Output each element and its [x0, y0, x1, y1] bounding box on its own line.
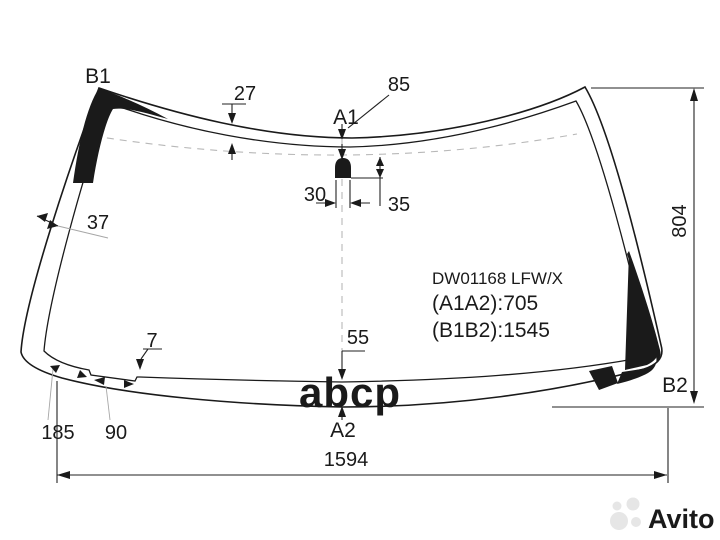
dim-55-group: 55	[338, 327, 369, 380]
part-code-block: DW01168 LFW/X (A1A2):705 (B1B2):1545	[432, 269, 563, 342]
watermark-avito-logo	[610, 497, 641, 530]
dim-90-group: 90	[94, 377, 134, 444]
dim-7-group: 7	[136, 330, 162, 370]
dim-30-label: 30	[304, 184, 326, 206]
dim-35-group: 35	[351, 157, 410, 216]
dim-30-group: 30	[304, 180, 370, 208]
avito-logo-circle	[612, 501, 622, 511]
label-a1: A1	[333, 106, 359, 129]
dim-37-group: 37	[36, 212, 109, 239]
dim-85-label: 85	[388, 74, 410, 96]
label-a2: A2	[330, 419, 356, 442]
dim-1594-label: 1594	[324, 449, 369, 471]
label-b1: B1	[85, 65, 111, 88]
dim-185-group: 185	[41, 365, 87, 444]
dim-27-label: 27	[234, 83, 256, 105]
avito-logo-circle	[610, 512, 628, 530]
watermark-abcp: abcp	[299, 369, 401, 416]
watermark-avito: Avito	[648, 504, 715, 534]
dim-1594-group: 1594	[56, 381, 669, 483]
corner-band-b2-fill	[625, 252, 659, 370]
dim-804-group: 804	[552, 87, 704, 408]
mirror-mount	[335, 158, 351, 178]
dim-27-group: 27	[222, 83, 256, 160]
dim-35-label: 35	[388, 194, 410, 216]
point-a1-group: A1	[333, 106, 359, 160]
point-a2-group: A2	[330, 406, 356, 442]
part-code: DW01168 LFW/X	[432, 269, 563, 288]
dim-55-label: 55	[347, 327, 369, 349]
dim-37-label: 37	[87, 212, 109, 234]
glass-inner-edge	[43, 100, 649, 383]
dim-185-label: 185	[41, 422, 74, 444]
label-b2: B2	[662, 374, 688, 397]
dim-7-label: 7	[146, 330, 157, 352]
dim-85-group: 85	[347, 74, 410, 129]
dim-90-label: 90	[105, 422, 127, 444]
part-dim-a1a2: (A1A2):705	[432, 292, 538, 315]
corner-band-b1	[73, 88, 168, 183]
avito-logo-circle	[631, 517, 641, 527]
dim-804-label: 804	[669, 204, 691, 237]
edge-band-b2-segment	[589, 366, 618, 390]
avito-logo-circle	[626, 497, 640, 511]
part-dim-b1b2: (B1B2):1545	[432, 319, 550, 342]
